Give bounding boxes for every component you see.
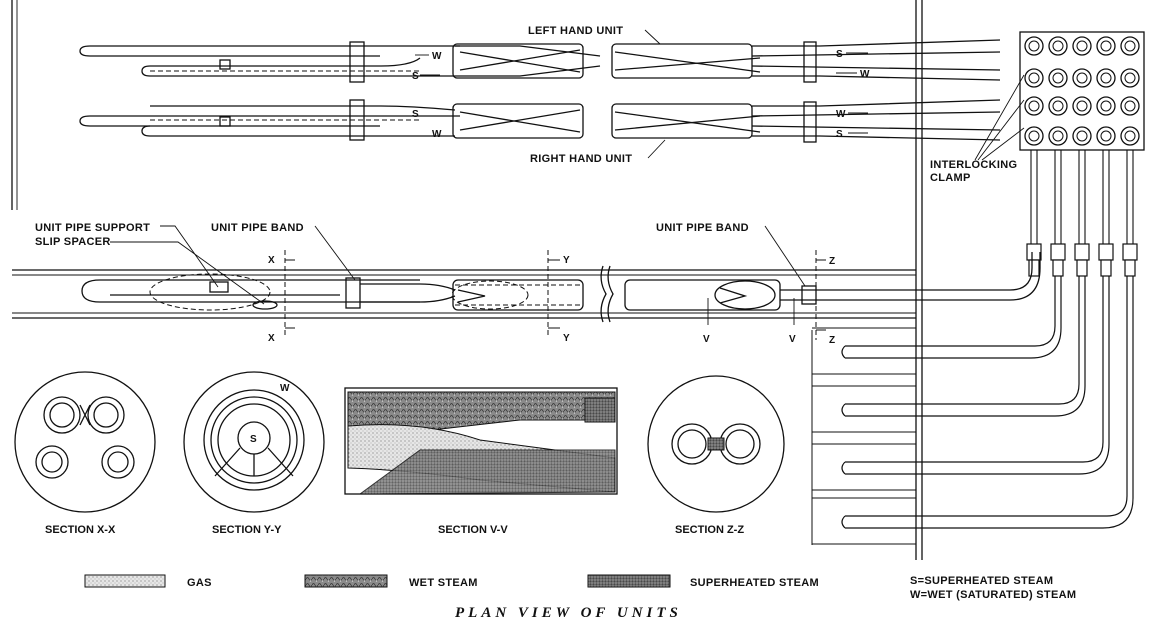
section-y-y-title: SECTION Y-Y [212, 524, 282, 536]
marker-y: Y [563, 333, 570, 344]
flow-w-label: W [432, 51, 442, 62]
marker-x: X [268, 255, 275, 266]
marker-v: V [703, 334, 710, 345]
riser-pipe [1122, 150, 1138, 277]
interlocking-label: INTERLOCKING [930, 159, 1017, 171]
wall-lines [11, 0, 923, 560]
page-title: PLAN VIEW OF UNITS [455, 605, 682, 621]
header-pipe [812, 276, 1086, 433]
legend-wet-steam: WET STEAM [409, 577, 478, 589]
clamp-tube-end [1072, 68, 1092, 88]
slip-spacer-label: SLIP SPACER [35, 236, 111, 248]
flow-w-label: W [860, 69, 870, 80]
legend: GAS WET STEAM SUPERHEATED STEAM S=SUPERH… [84, 574, 1076, 601]
clamp-tube-end [1048, 96, 1068, 116]
flow-s-label: S [412, 71, 419, 82]
clamp-tube-end [1120, 96, 1140, 116]
clamp-tube-end [1024, 126, 1044, 146]
left-hand-unit-label: LEFT HAND UNIT [528, 25, 623, 37]
marker-z: Z [829, 335, 835, 346]
legend-key-w: W=WET (SATURATED) STEAM [910, 589, 1076, 601]
marker-x: X [268, 333, 275, 344]
marker-v: V [789, 334, 796, 345]
legend-superheated-steam: SUPERHEATED STEAM [690, 577, 819, 589]
unit-pipe-support-label: UNIT PIPE SUPPORT [35, 222, 150, 234]
marker-y: Y [563, 255, 570, 266]
svg-text:S: S [250, 434, 257, 445]
flow-s-label: S [836, 129, 843, 140]
duct-elevation [12, 252, 1041, 323]
section-v-v-title: SECTION V-V [438, 524, 508, 536]
clamp-tube-end [1024, 36, 1044, 56]
clamp-tube-end [1072, 126, 1092, 146]
clamp-tube-end [1096, 96, 1116, 116]
left-hand-unit-drawing [79, 39, 1001, 83]
flow-s-label: S [836, 49, 843, 60]
section-z-z-title: SECTION Z-Z [675, 524, 744, 536]
unit-pipe-band-label-2: UNIT PIPE BAND [656, 222, 749, 234]
right-hand-unit-label: RIGHT HAND UNIT [530, 153, 632, 165]
section-v-v-drawing [344, 387, 618, 495]
clamp-label: CLAMP [930, 172, 971, 184]
flow-w-label: W [432, 129, 442, 140]
header-pipe [812, 276, 1110, 491]
riser-pipe [1098, 150, 1114, 277]
clamp-tube-end [1120, 126, 1140, 146]
clamp-tube-end [1096, 126, 1116, 146]
riser-pipe [1050, 150, 1066, 277]
clamp-tube-end [1048, 36, 1068, 56]
right-hand-unit-drawing [79, 99, 1001, 143]
clamp-tube-end [1024, 96, 1044, 116]
clamp-tube-end [1072, 36, 1092, 56]
clamp-tube-end [1096, 36, 1116, 56]
clamp-tube-end [1120, 68, 1140, 88]
legend-gas: GAS [187, 577, 212, 589]
clamp-tube-end [1096, 68, 1116, 88]
riser-pipes [1026, 150, 1138, 277]
section-y-w: W [280, 383, 290, 394]
section-x-x-drawing [14, 371, 156, 513]
riser-pipe [1026, 150, 1042, 277]
flow-s-label: S [412, 109, 419, 120]
clamp-tube-end [1024, 68, 1044, 88]
clamp-tube-end [1048, 68, 1068, 88]
clamp-tube-end [1072, 96, 1092, 116]
flow-w-label: W [836, 109, 846, 120]
section-y-y-drawing: S W [183, 371, 325, 513]
riser-pipe [1074, 150, 1090, 277]
flow-labels-top: W S S W S W W S [412, 49, 870, 140]
clamp-tube-end [1120, 36, 1140, 56]
legend-key-s: S=SUPERHEATED STEAM [910, 575, 1053, 587]
marker-z: Z [829, 256, 835, 267]
header-pipe [812, 276, 1062, 375]
unit-pipe-band-label: UNIT PIPE BAND [211, 222, 304, 234]
section-markers: X X Y Y Z Z V V [268, 250, 835, 346]
lower-headers [811, 276, 1134, 545]
header-pipe [812, 276, 1134, 545]
section-z-z-drawing [647, 375, 785, 513]
clamp-tube-end [1048, 126, 1068, 146]
interlocking-clamp [1019, 31, 1145, 151]
section-x-x-title: SECTION X-X [45, 524, 116, 536]
